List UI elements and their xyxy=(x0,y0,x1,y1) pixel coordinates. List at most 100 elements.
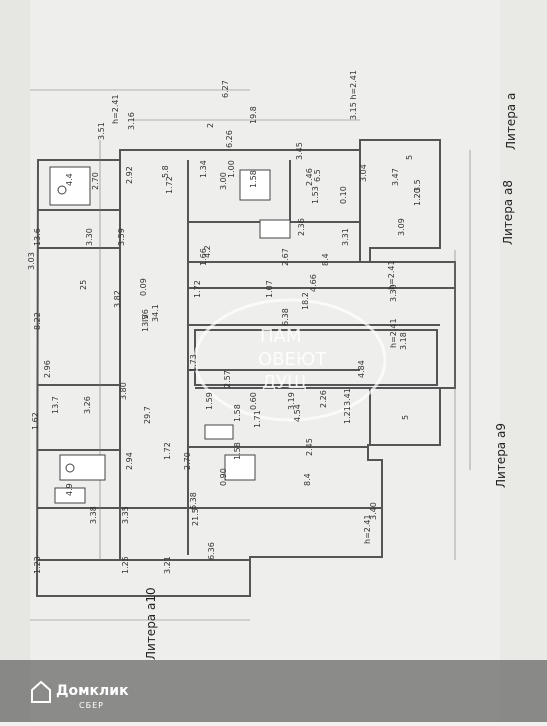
room-label: 19.8 xyxy=(249,106,258,124)
dimension-lines xyxy=(30,89,471,621)
room-label: 4.66 xyxy=(309,274,318,292)
room-label: 2.46 xyxy=(305,168,314,186)
room-label: 6.36 xyxy=(207,542,216,560)
room-label: 2.94 xyxy=(125,452,134,470)
room-label: 3.41 xyxy=(343,388,352,406)
room-label: 3.03 xyxy=(27,252,36,270)
room-label: 25 xyxy=(79,280,88,290)
room-label: 1.58 xyxy=(233,442,242,460)
room-label: IV xyxy=(141,314,150,322)
room-label: 1.62 xyxy=(31,412,40,430)
room-label: 21.5 xyxy=(191,508,200,526)
room-label: 2.96 xyxy=(43,360,52,378)
room-label: 2.57 xyxy=(223,370,232,388)
room-label: 1.58 xyxy=(249,170,258,188)
room-label: 2.26 xyxy=(319,390,328,408)
room-label: 3.09 xyxy=(397,218,406,236)
room-label: 1.20 xyxy=(413,188,422,206)
watermark-line-1: ПАМ xyxy=(260,326,301,347)
room-label: 3.45 xyxy=(295,142,304,160)
room-label: 3.00 xyxy=(219,172,228,190)
room-label: 4.54 xyxy=(293,404,302,422)
room-label: 6.26 xyxy=(225,130,234,148)
room-label: 0.90 xyxy=(219,468,228,486)
room-label: h=2.41 xyxy=(387,260,396,290)
room-label: 1.53 xyxy=(311,186,320,204)
room-label: 1.58 xyxy=(233,404,242,422)
room-label: 18.2 xyxy=(301,292,310,310)
room-label: 2.45 xyxy=(305,438,314,456)
room-label: 2.36 xyxy=(297,218,306,236)
room-label: 2.70 xyxy=(183,452,192,470)
room-label: 3.15 h=2.41 xyxy=(349,70,358,120)
room-label: h=2.41 xyxy=(111,94,120,124)
room-label: 13.7 xyxy=(51,396,60,414)
room-label: 3.82 xyxy=(113,290,122,308)
room-label: 8.4 xyxy=(303,473,312,486)
room-label: 0.09 xyxy=(139,278,148,296)
room-label: 3.5 xyxy=(413,179,422,192)
room-label: 5.8 xyxy=(161,165,170,178)
brand-name: Домклик xyxy=(56,683,129,699)
room-label: 3.30 xyxy=(389,284,398,302)
room-label: 1.72 xyxy=(163,442,172,460)
room-label: 1.59 xyxy=(205,392,214,410)
domclick-logo[interactable]: Домклик СБЕР xyxy=(30,676,150,716)
room-label: 1.73 xyxy=(189,354,198,372)
room-label: 6.38 xyxy=(281,308,290,326)
litera-a9-label: Литера а9 xyxy=(494,423,508,488)
room-label: 1.21 xyxy=(343,406,352,424)
room-label: 3.04 xyxy=(359,164,368,182)
plan-walls xyxy=(35,139,456,597)
sanitary-fixtures xyxy=(49,166,291,504)
room-label: 3.19 xyxy=(287,392,296,410)
room-label: 3.18 xyxy=(399,332,408,350)
room-label: 2.92 xyxy=(125,166,134,184)
room-label: 1.23 xyxy=(33,556,42,574)
room-label: 1.72 xyxy=(165,176,174,194)
room-label: 4.4 xyxy=(65,173,74,186)
room-label: 8.4 xyxy=(321,253,330,266)
room-label: 34.1 xyxy=(151,304,160,322)
litera-a8-label: Литера а8 xyxy=(501,180,515,245)
room-label: 3.26 xyxy=(83,396,92,414)
room-label: 6.27 xyxy=(221,80,230,98)
room-label: 2.67 xyxy=(281,248,290,266)
brand-sub: СБЕР xyxy=(79,701,104,710)
room-label: 3.35 xyxy=(121,506,130,524)
room-label: 3.31 xyxy=(341,228,350,246)
room-label: 4.2 xyxy=(203,245,212,258)
room-label: 3.16 xyxy=(127,112,136,130)
room-label: 1.66 xyxy=(199,248,208,266)
house-logo-icon xyxy=(31,680,51,703)
room-label: 1.07 xyxy=(265,280,274,298)
watermark-line-3: ДУЩ xyxy=(262,372,307,393)
room-label: 3.80 xyxy=(119,382,128,400)
litera-a10-label: Литера а10 xyxy=(144,587,158,660)
room-label: 1.00 xyxy=(227,160,236,178)
room-label: 3.38 xyxy=(89,506,98,524)
room-label: 3.59 xyxy=(117,228,126,246)
room-label: 3.51 xyxy=(97,122,106,140)
room-label: 3.30 xyxy=(85,228,94,246)
room-label: 1.25 xyxy=(121,556,130,574)
litera-a-label: Литера а xyxy=(504,93,518,150)
room-label: h=2.41 xyxy=(363,514,372,544)
room-label: 1.71 xyxy=(253,410,262,428)
room-label: 5 xyxy=(405,155,414,160)
room-label: 3.40 xyxy=(369,502,378,520)
room-label: 1.34 xyxy=(199,160,208,178)
room-label: h=2.41 xyxy=(389,318,398,348)
room-label: 13.6 xyxy=(33,228,42,246)
room-label: 5 xyxy=(401,415,410,420)
room-label: 4.84 xyxy=(357,360,366,378)
room-label: 0.10 xyxy=(339,186,348,204)
watermark: ПАМ ОВЕЮТ ДУЩ xyxy=(193,298,387,422)
room-label: 6.38 xyxy=(189,492,198,510)
room-label: 3.47 xyxy=(391,168,400,186)
room-label: 29.7 xyxy=(143,406,152,424)
room-label: 1.72 xyxy=(193,280,202,298)
room-label: 0.60 xyxy=(249,392,258,410)
